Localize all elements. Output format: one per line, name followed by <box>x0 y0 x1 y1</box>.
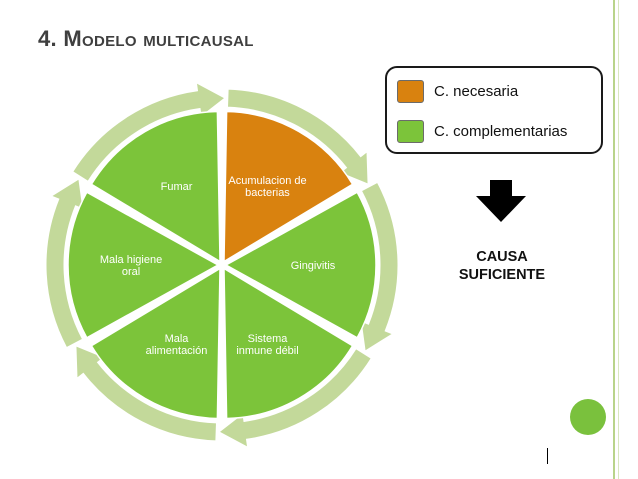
right-border-rule-thin <box>618 0 619 479</box>
cycle-arrow-5 <box>72 81 226 182</box>
causa-line-1: CAUSA <box>476 249 528 265</box>
cycle-arrow-0 <box>226 88 369 185</box>
legend-swatch-green <box>397 119 424 143</box>
pie-wedges <box>67 110 377 420</box>
cycle-arrow-2 <box>218 348 372 449</box>
cycle-arrow-ring <box>45 81 399 449</box>
cycle-arrow-1 <box>360 181 399 352</box>
cycle-arrow-3 <box>75 345 218 442</box>
cycle-arrow-4 <box>45 178 84 349</box>
legend-item-complementarias: C. complementarias <box>397 118 567 144</box>
causa-suficiente-label: CAUSA SUFICIENTE <box>440 248 564 284</box>
legend-label: C. complementarias <box>434 122 568 140</box>
decorative-green-circle <box>570 399 606 435</box>
causa-line-2: SUFICIENTE <box>458 267 546 283</box>
legend-label: C. necesaria <box>434 82 519 100</box>
decorative-tick <box>547 448 548 464</box>
right-border-rule <box>613 0 615 479</box>
wedge-label-5: Fumar <box>161 181 193 193</box>
wedge-2 <box>223 267 354 420</box>
legend-swatch-orange <box>397 79 424 103</box>
title-text: Modelo multicausal <box>63 26 254 51</box>
wedge-0 <box>223 110 354 263</box>
wedge-3 <box>90 267 221 420</box>
legend-box: C. necesaria C. complementarias <box>385 66 603 154</box>
wedge-4 <box>67 191 220 339</box>
wedge-1 <box>224 191 377 339</box>
wedge-label-1: Gingivitis <box>291 260 336 272</box>
legend-item-necesaria: C. necesaria <box>397 78 518 104</box>
down-arrow-icon <box>476 180 526 222</box>
wedge-5 <box>90 110 221 263</box>
slide-title: 4. Modelo multicausal <box>38 26 254 52</box>
title-number: 4. <box>38 26 57 51</box>
